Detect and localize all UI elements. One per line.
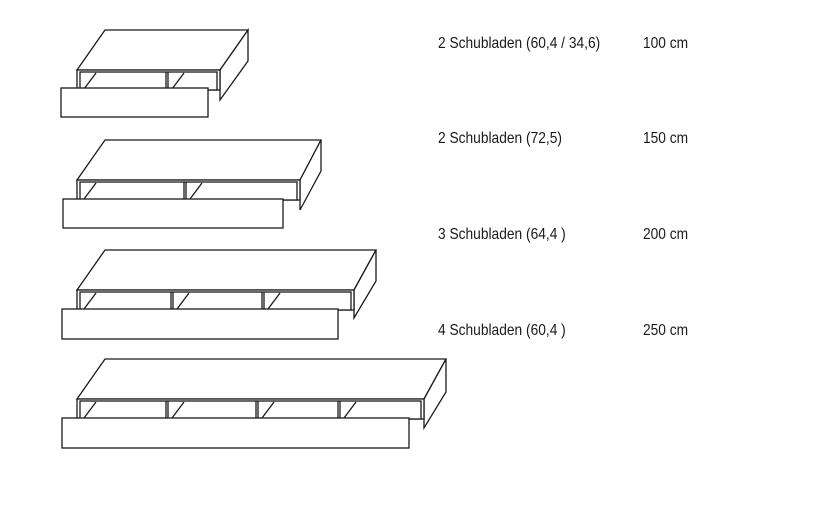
open-drawer-front xyxy=(61,417,410,449)
cabinet-opening xyxy=(79,400,422,420)
top-surface xyxy=(75,139,323,181)
variant-4-width: 250 cm xyxy=(643,322,689,339)
interior-reflection xyxy=(83,72,97,90)
interior-reflection xyxy=(171,72,185,90)
interior-reflection xyxy=(343,401,357,419)
variant-1-description: 2 Schubladen (60,4 / 34,6) xyxy=(438,35,601,52)
interior-reflection xyxy=(171,401,185,419)
lowboard-100-drawing xyxy=(60,27,250,118)
cabinet-opening xyxy=(79,181,298,201)
interior-reflection xyxy=(83,401,97,419)
variant-3-width: 200 cm xyxy=(643,226,689,243)
interior-reflection xyxy=(176,292,190,310)
open-drawer-front xyxy=(62,198,284,229)
interior-reflection xyxy=(189,182,203,200)
top-surface xyxy=(75,249,378,291)
interior-reflection xyxy=(83,292,97,310)
variant-4-description: 4 Schubladen (60,4 ) xyxy=(438,322,566,339)
interior-reflection xyxy=(261,401,275,419)
variant-3-description: 3 Schubladen (64,4 ) xyxy=(438,226,566,243)
interior-reflection xyxy=(267,292,281,310)
variant-2-description: 2 Schubladen (72,5) xyxy=(438,130,562,147)
lowboard-150-drawing xyxy=(62,139,323,229)
open-drawer-front xyxy=(60,87,209,118)
variant-2-width: 150 cm xyxy=(643,130,689,147)
lowboard-250-drawing xyxy=(61,358,448,449)
lowboard-200-drawing xyxy=(61,249,378,340)
top-surface xyxy=(75,29,250,71)
cabinet-opening xyxy=(79,71,218,91)
cabinet-opening xyxy=(79,291,352,311)
variant-1-width: 100 cm xyxy=(643,35,689,52)
open-drawer-front xyxy=(61,308,339,340)
top-surface xyxy=(75,358,448,400)
interior-reflection xyxy=(83,182,97,200)
